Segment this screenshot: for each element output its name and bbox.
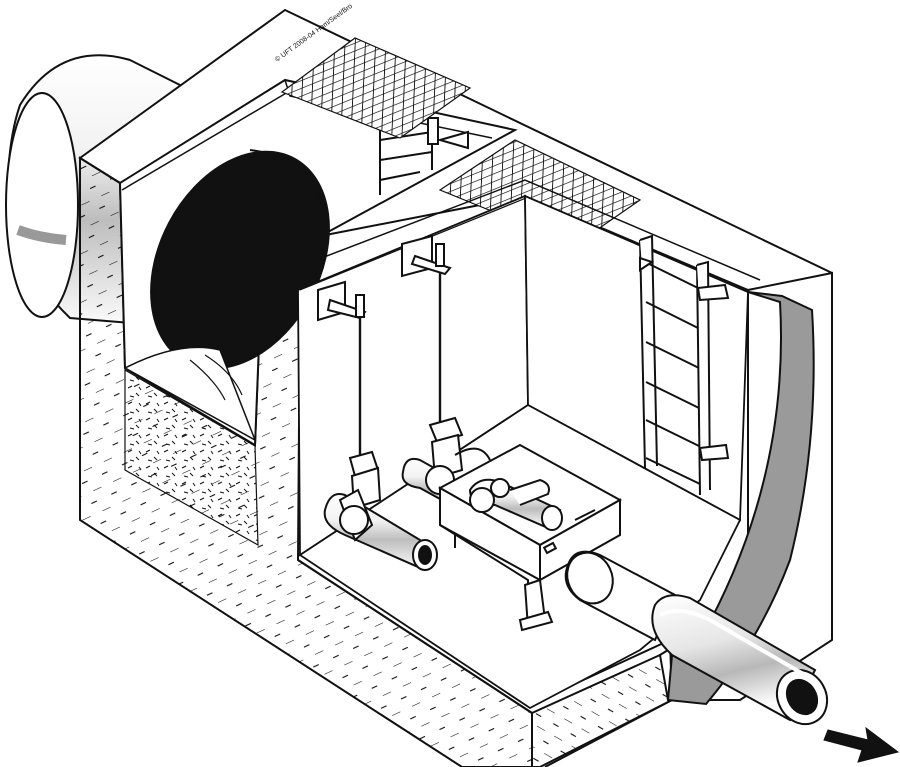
gate-valve-front bbox=[317, 280, 438, 572]
outlet-pipe bbox=[564, 550, 829, 726]
grating-left bbox=[280, 37, 472, 139]
ladder-left bbox=[379, 117, 469, 195]
ladder-right bbox=[639, 234, 730, 496]
flow-direction-arrow bbox=[823, 726, 900, 763]
flow-control-unit bbox=[437, 443, 623, 632]
inlet-chamber bbox=[118, 78, 518, 447]
